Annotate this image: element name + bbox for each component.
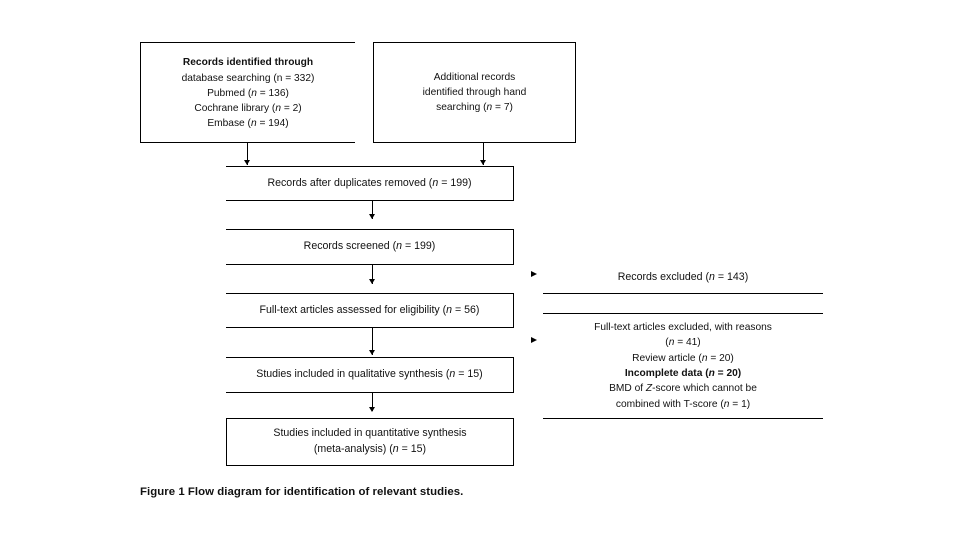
ftx-bmd-a: BMD of: [609, 383, 646, 395]
db-cochrane-post: = 2): [280, 103, 302, 115]
hand-line-2: identified through hand: [422, 86, 527, 98]
db-pubmed-pre: Pubmed (: [207, 87, 252, 99]
db-pubmed-line: Pubmed (n = 136): [207, 86, 289, 101]
ftx-reason-bmd-zscore-line1: BMD of Z-score which cannot be: [609, 381, 757, 396]
db-cochrane-pre: Cochrane library (: [194, 103, 276, 115]
ftx-line-1: Full-text articles excluded, with reason…: [594, 322, 772, 334]
quantitative-line-1: Studies included in quantitative synthes…: [273, 427, 467, 440]
ftx-combined-var: n: [723, 398, 730, 410]
connector-dedup-to-screened-arrow-icon: [368, 214, 375, 219]
hand-line-3-pre: searching (: [436, 102, 487, 114]
db-searching-line: database searching (n = 332): [182, 71, 315, 86]
ftx-line-2-post: = 41): [674, 337, 701, 349]
excluded-line: Records excluded (n = 143): [618, 270, 748, 286]
dedup-var: n: [432, 176, 439, 189]
connector-qualitative-to-quantitative-arrow-icon: [368, 407, 375, 412]
screened-var: n: [396, 240, 403, 253]
box-fulltext-excluded-with-reasons: Full-text articles excluded, with reason…: [543, 313, 823, 419]
quantitative-line-2-post: = 15): [398, 443, 427, 455]
box-records-identified-database: Records identified through database sear…: [140, 42, 355, 143]
ftx-reason-bmd-zscore-line2: combined with T-score (n = 1): [616, 397, 750, 412]
connector-assessed-to-qualitative-line: [372, 328, 373, 355]
screened-line: Records screened (n = 199): [304, 239, 436, 255]
db-searching-pre: database searching (: [181, 72, 277, 84]
excluded-var: n: [709, 271, 715, 284]
connector-screened-to-assessed-line: [372, 265, 373, 284]
db-cochrane-line: Cochrane library (n = 2): [194, 101, 301, 116]
connector-qualitative-to-quantitative-line: [372, 393, 373, 411]
dedup-post: = 199): [438, 176, 472, 189]
qualitative-pre: Studies included in qualitative synthesi…: [256, 368, 450, 381]
connector-hand-to-dedup-line: [483, 143, 484, 165]
connector-db-to-dedup-line: [247, 143, 248, 165]
box-additional-records-hand-search: Additional records identified through ha…: [373, 42, 576, 143]
ftx-combined-pre: combined with T-score (: [615, 398, 724, 410]
db-searching-post: = 332): [282, 72, 315, 84]
assessed-var: n: [446, 303, 453, 316]
ftx-combined-post: = 1): [729, 398, 751, 410]
ftx-incomplete-pre: Incomplete data (: [624, 368, 709, 379]
box-studies-qualitative-synthesis: Studies included in qualitative synthesi…: [226, 357, 514, 393]
dedup-pre: Records after duplicates removed (: [267, 176, 433, 189]
connector-hand-to-dedup-arrow-icon: [479, 160, 486, 165]
ftx-bmd-b: -score which cannot be: [652, 383, 757, 395]
connector-db-to-dedup-arrow-icon: [243, 160, 250, 165]
db-heading-line: Records identified through: [182, 57, 314, 69]
ftx-review-var: n: [701, 352, 708, 364]
ftx-review-pre: Review article (: [632, 352, 702, 364]
db-pubmed-var: n: [251, 87, 257, 99]
screened-post: = 199): [402, 240, 436, 253]
connector-assessed-to-qualitative-arrow-icon: [368, 350, 375, 355]
db-embase-var: n: [250, 118, 257, 130]
excluded-post: = 143): [714, 271, 749, 284]
ftx-incomplete-post: = 20): [714, 368, 742, 379]
hand-line-3: searching (n = 7): [436, 100, 513, 115]
assessed-post: = 56): [452, 303, 480, 316]
box-fulltext-assessed-eligibility: Full-text articles assessed for eligibil…: [226, 293, 514, 328]
box-records-after-duplicates-removed: Records after duplicates removed (n = 19…: [226, 166, 514, 201]
ftx-reason-incomplete-data: Incomplete data (n = 20): [625, 366, 741, 381]
box-studies-quantitative-synthesis: Studies included in quantitative synthes…: [226, 418, 514, 466]
quantitative-line-2-var: n: [392, 443, 399, 455]
ftx-reason-review-article: Review article (n = 20): [632, 351, 734, 366]
db-pubmed-post: = 136): [256, 87, 289, 99]
connector-screened-to-assessed-arrow-icon: [368, 279, 375, 284]
quantitative-line-2-pre: (meta-analysis) (: [313, 443, 393, 455]
hand-line-3-post: = 7): [492, 102, 513, 114]
qualitative-post: = 15): [455, 368, 483, 381]
connector-dedup-to-screened-line: [372, 201, 373, 219]
dedup-line: Records after duplicates removed (n = 19…: [267, 176, 471, 192]
excluded-pre: Records excluded (: [617, 271, 710, 284]
db-embase-post: = 194): [256, 118, 289, 130]
qualitative-line: Studies included in qualitative synthesi…: [256, 367, 482, 383]
screened-pre: Records screened (: [303, 240, 397, 253]
assessed-pre: Full-text articles assessed for eligibil…: [259, 303, 447, 316]
ftx-line-2-pre: (: [665, 337, 669, 349]
figure-caption: Figure 1 Flow diagram for identification…: [140, 486, 464, 498]
box-records-excluded: Records excluded (n = 143): [543, 263, 823, 294]
box-records-screened: Records screened (n = 199): [226, 229, 514, 265]
ftx-review-post: = 20): [707, 352, 734, 364]
ftx-line-2-var: n: [668, 337, 675, 349]
ftx-bmd-var: Z: [645, 383, 653, 395]
hand-line-1: Additional records: [433, 71, 516, 83]
db-cochrane-var: n: [275, 103, 281, 115]
qualitative-var: n: [449, 368, 456, 381]
ftx-line-2: (n = 41): [665, 335, 700, 350]
assessed-line: Full-text articles assessed for eligibil…: [260, 303, 480, 319]
connector-assessed-to-fulltext-excluded-arrow-icon: [531, 337, 537, 343]
connector-screened-to-excluded-arrow-icon: [531, 271, 537, 277]
db-searching-var: n: [276, 72, 283, 84]
db-embase-line: Embase (n = 194): [207, 116, 288, 131]
db-embase-pre: Embase (: [207, 118, 251, 130]
quantitative-line-2: (meta-analysis) (n = 15): [314, 442, 426, 458]
ftx-incomplete-var: n: [708, 368, 715, 379]
hand-line-3-var: n: [486, 102, 493, 114]
